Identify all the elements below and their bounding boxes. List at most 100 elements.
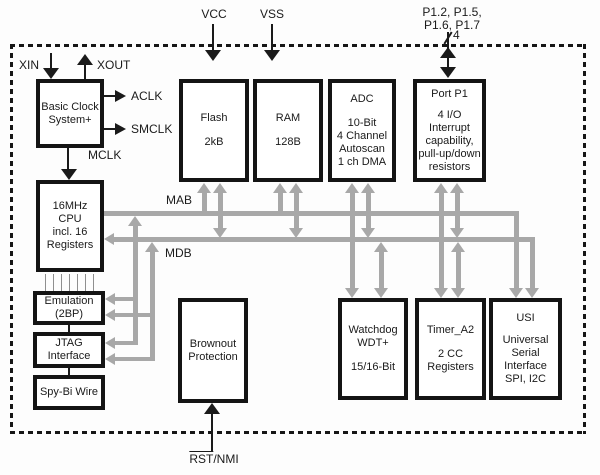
usi-detail-1: Universal: [502, 334, 549, 346]
ram-title: RAM: [275, 112, 301, 124]
emulation-label-2: (2BP): [54, 308, 84, 320]
adc-mdb-arrowhead-bottom: [361, 228, 375, 238]
brownout-label-1: Brownout: [189, 337, 237, 350]
port1-mdb-line: [455, 192, 460, 228]
mdb-bus-label: MDB: [165, 246, 192, 260]
basic-clock-label-2: System+: [48, 113, 92, 126]
adc-mab-arrowhead: [345, 183, 359, 193]
aclk-line: [104, 95, 116, 97]
ram-mdb-line: [294, 192, 299, 228]
port1-detail-1: 4 I/O: [437, 108, 462, 121]
rst-arrow-line: [211, 413, 213, 452]
port1-title: Port P1: [431, 87, 468, 100]
chip-boundary-left: [10, 44, 13, 434]
emu-jtag-mab-arrowhead: [128, 216, 142, 226]
ram-size: 128B: [275, 136, 301, 148]
watchdog-mab-line: [350, 216, 355, 289]
xin-arrow-line: [50, 53, 52, 69]
vcc-arrow-line: [212, 24, 214, 51]
port1-detail-2: Interrupt: [429, 121, 470, 134]
xin-arrowhead: [43, 68, 59, 79]
usi-detail-3: Interface: [504, 360, 547, 372]
watchdog-label-3: 15/16-Bit: [350, 361, 396, 373]
emulation-stub2-arrowhead: [105, 309, 115, 321]
emulation-stub2-line: [114, 313, 155, 317]
block-spy-bi-wire: Spy-Bi Wire: [33, 375, 105, 410]
bus-width-label: 4: [453, 28, 460, 42]
chip-boundary-top: [10, 44, 586, 47]
mclk-line: [67, 148, 69, 170]
watchdog-mdb-arrowhead-bottom: [374, 288, 388, 298]
jtag-stub2-line: [114, 357, 155, 361]
cpu-emulation-wire-1: [45, 274, 46, 291]
xin-pin-label: XIN: [19, 58, 40, 72]
cpu-label-1: 16MHz: [52, 200, 88, 212]
flash-title: Flash: [200, 112, 228, 124]
block-flash: Flash 2kB: [179, 79, 249, 182]
emu-jtag-mdb-vline: [150, 251, 155, 361]
timer-title: Timer_A2: [426, 324, 475, 336]
watchdog-label-2: WDT+: [357, 337, 389, 349]
rst-overline-text: RST: [189, 452, 214, 466]
watchdog-mdb-arrowhead-top: [374, 242, 388, 252]
emu-jtag-mdb-arrowhead: [145, 242, 159, 252]
mab-usi-arrowhead: [509, 288, 523, 298]
jtag-stub2-arrowhead: [105, 353, 115, 365]
cpu-emulation-wire-7: [93, 274, 94, 291]
block-emulation: Emulation (2BP): [33, 291, 105, 325]
smclk-label: SMCLK: [131, 122, 173, 136]
block-watchdog: Watchdog WDT+ 15/16-Bit: [338, 298, 408, 400]
jtag-stub1-arrowhead: [105, 337, 115, 349]
port-pins-line-upper: [447, 32, 449, 50]
flash-size: 2kB: [204, 136, 224, 148]
spy-bi-wire-label: Spy-Bi Wire: [39, 386, 99, 398]
block-timer: Timer_A2 2 CC Registers: [415, 298, 486, 400]
adc-mab-line: [350, 192, 355, 211]
port1-mdb-arrowhead-top: [450, 183, 464, 193]
mab-bus-line: [104, 211, 519, 216]
flash-mdb-line: [218, 192, 223, 228]
rst-pin-label: RST/NMI: [174, 453, 254, 466]
xout-arrow-line: [84, 64, 86, 79]
cpu-emulation-wire-3: [61, 274, 62, 291]
flash-mdb-arrowhead-bottom: [213, 228, 227, 238]
emulation-stub1-arrowhead: [105, 293, 115, 305]
aclk-arrowhead: [115, 90, 126, 102]
xout-pin-label: XOUT: [97, 58, 131, 72]
cpu-emulation-wire-6: [85, 274, 86, 291]
port1-detail-3: capability,: [425, 134, 474, 147]
port1-mab-arrowhead: [434, 183, 448, 193]
rst-suffix-text: /NMI: [213, 452, 239, 466]
port-pins-arrowhead-up: [440, 47, 456, 58]
cpu-label-4: Registers: [46, 239, 94, 251]
brownout-label-2: Protection: [188, 350, 238, 363]
cpu-emulation-wire-4: [69, 274, 70, 291]
ram-mab-arrowhead: [273, 183, 287, 193]
emulation-label-1: Emulation: [44, 295, 94, 307]
adc-detail-2: 4 Channel: [336, 129, 388, 142]
block-basic-clock: Basic Clock System+: [36, 79, 104, 148]
cpu-label-2: CPU: [58, 213, 82, 225]
watchdog-mdb-line: [379, 251, 384, 289]
adc-detail-4: 1 ch DMA: [337, 155, 387, 168]
cpu-emulation-wire-5: [77, 274, 78, 291]
smclk-arrowhead: [115, 123, 126, 135]
block-brownout: Brownout Protection: [178, 298, 248, 403]
vcc-pin-label: VCC: [201, 7, 227, 21]
block-usi: USI Universal Serial Interface SPI, I2C: [489, 298, 562, 400]
block-adc: ADC 10-Bit 4 Channel Autoscan 1 ch DMA: [328, 79, 396, 182]
usi-detail-2: Serial: [511, 347, 540, 359]
port1-mdb-arrowhead-bottom: [450, 228, 464, 238]
adc-detail-1: 10-Bit: [347, 116, 377, 129]
timer-mdb-arrowhead-top: [451, 242, 465, 252]
vcc-arrowhead: [205, 50, 221, 61]
mdb-bus-line: [113, 237, 535, 242]
flash-mab-line: [202, 192, 207, 211]
emu-jtag-mab-vline: [133, 225, 138, 345]
mab-bus-label: MAB: [166, 193, 193, 207]
adc-mdb-line: [366, 192, 371, 228]
mdb-bus-bend: [530, 237, 535, 289]
jtag-sbw-connector: [68, 368, 70, 375]
vss-arrow-line: [271, 24, 273, 51]
port1-detail-5: resistors: [428, 160, 471, 173]
